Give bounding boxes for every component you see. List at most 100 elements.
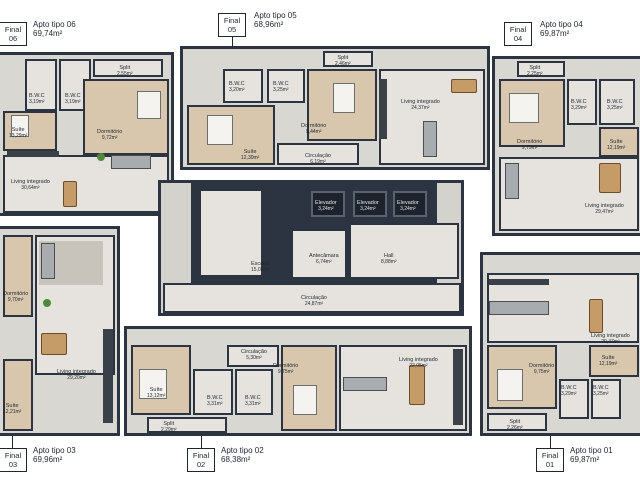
kitchen-counter: [489, 279, 549, 285]
dining-table: [41, 333, 67, 355]
room-split: [517, 61, 565, 77]
room-circulacao: [277, 143, 359, 165]
room-bwc: [559, 379, 589, 419]
kitchen-counter: [379, 79, 387, 139]
sofa: [489, 301, 549, 315]
leader-line: [12, 436, 13, 448]
plant-icon: [43, 299, 51, 307]
dining-table: [409, 365, 425, 405]
room-split: [93, 59, 163, 77]
bed: [509, 93, 539, 123]
sofa: [343, 377, 387, 391]
room-bwc: [25, 59, 57, 111]
dining-table: [589, 299, 603, 333]
room-split: [323, 51, 373, 67]
leader-line: [550, 436, 551, 448]
room-bwc: [223, 69, 263, 103]
bed: [293, 385, 317, 415]
bed: [333, 83, 355, 113]
room-suite: [3, 359, 33, 431]
sofa: [423, 121, 437, 157]
sofa: [111, 155, 151, 169]
dining-table: [599, 163, 621, 193]
bed: [11, 115, 29, 137]
room-split: [487, 413, 547, 431]
room-bwc: [599, 79, 635, 125]
dining-table: [451, 79, 477, 93]
bed: [137, 91, 161, 119]
room-hall: [349, 223, 459, 279]
leader-line: [232, 37, 233, 47]
room-dormitorio: [3, 235, 33, 317]
room-antecamara: [291, 229, 347, 279]
room-label: Split 2,55m²: [117, 65, 133, 77]
leader-line: [201, 436, 202, 448]
sofa: [505, 163, 519, 199]
room-suite: [599, 127, 639, 157]
room-suite: [589, 345, 639, 377]
bed: [207, 115, 233, 145]
dining-table: [63, 181, 77, 207]
room-circulacao: [163, 283, 461, 313]
bed: [139, 369, 167, 399]
plant-icon: [97, 153, 105, 161]
room-split: [147, 417, 227, 433]
room-bwc: [267, 69, 305, 103]
room-bwc: [193, 369, 233, 415]
room-bwc: [591, 379, 621, 419]
room-escada: [199, 189, 263, 277]
room-circulacao: [227, 345, 279, 367]
kitchen-counter: [7, 151, 59, 157]
sofa: [41, 243, 55, 279]
